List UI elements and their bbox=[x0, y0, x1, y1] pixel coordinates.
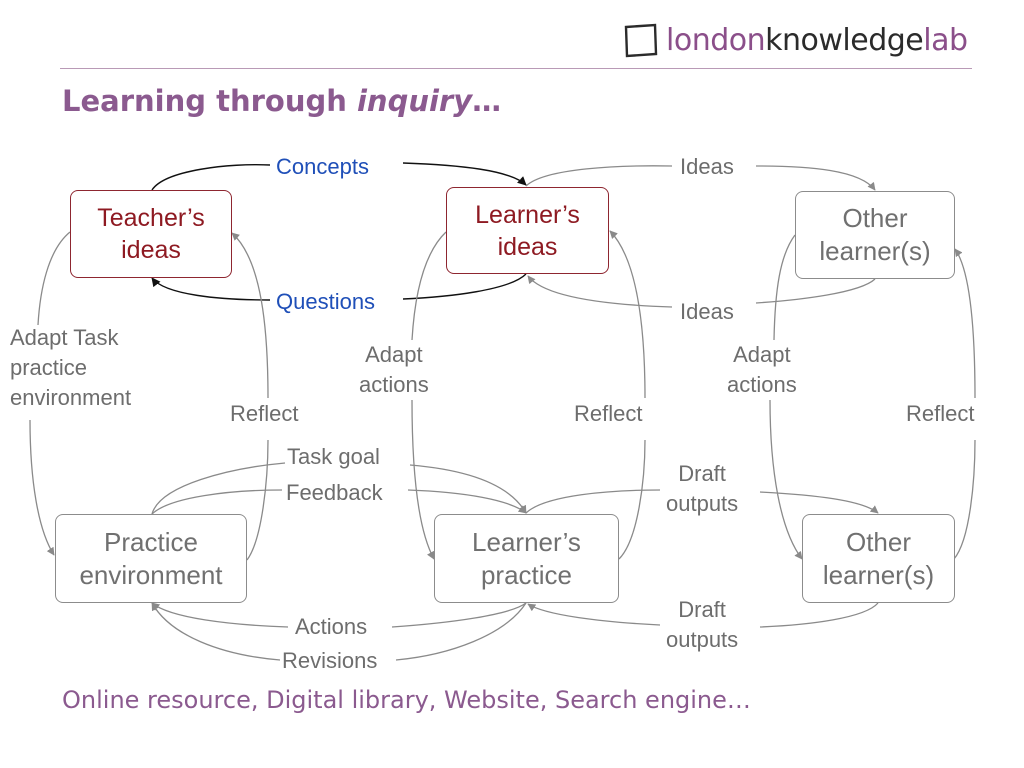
label-concepts: Concepts bbox=[276, 154, 369, 179]
reflect-1-arrow-head bbox=[231, 232, 269, 399]
revisions-arrow-head bbox=[151, 602, 281, 661]
node-other-learners-bottom: Other learner(s) bbox=[802, 514, 955, 603]
label-reflect-1: Reflect bbox=[230, 401, 299, 426]
node-learner-ideas: Learner’s ideas bbox=[446, 187, 609, 274]
label-questions: Questions bbox=[276, 289, 376, 314]
ideas-bottom-arrow-head bbox=[527, 275, 673, 308]
label-ideas-bottom: Ideas bbox=[680, 299, 734, 324]
adapt-task-arrow-head bbox=[29, 419, 55, 556]
actions-arrow bbox=[391, 602, 527, 628]
logo-text-london: london bbox=[666, 22, 766, 58]
label-adapt-actions-1: Adapt actions bbox=[359, 342, 429, 397]
actions-arrow-head bbox=[151, 602, 289, 628]
title-prefix: Learning through bbox=[62, 84, 357, 118]
revisions-arrow bbox=[395, 602, 527, 661]
node-other-learners-top-label: Other learner(s) bbox=[819, 203, 931, 266]
title-suffix: … bbox=[472, 84, 502, 118]
node-other-learners-top: Other learner(s) bbox=[795, 191, 955, 279]
draft-outputs-bottom-arrow bbox=[759, 602, 879, 628]
task-goal-arrow-head bbox=[409, 464, 527, 514]
header-divider bbox=[60, 68, 972, 69]
label-draft-outputs-bottom: Draft outputs bbox=[666, 597, 739, 652]
label-reflect-2: Reflect bbox=[574, 401, 643, 426]
reflect-1-arrow bbox=[246, 439, 269, 561]
label-adapt-actions-2: Adapt actions bbox=[727, 342, 797, 397]
reflect-3-arrow-head bbox=[954, 248, 976, 399]
label-task-goal: Task goal bbox=[287, 444, 380, 469]
reflect-3-arrow bbox=[953, 439, 976, 560]
questions-arrow-head bbox=[151, 277, 271, 301]
label-reflect-3: Reflect bbox=[906, 401, 975, 426]
feedback-arrow bbox=[151, 489, 283, 515]
adapt-task-arrow bbox=[37, 231, 71, 326]
reflect-2-arrow bbox=[618, 439, 646, 560]
label-revisions: Revisions bbox=[282, 648, 378, 673]
task-goal-arrow bbox=[151, 462, 286, 515]
label-adapt-task: Adapt Task practice environment bbox=[10, 325, 132, 410]
node-teacher-ideas: Teacher’s ideas bbox=[70, 190, 232, 278]
concepts-arrow-head bbox=[402, 162, 527, 186]
adapt-actions-1-arrow bbox=[411, 231, 447, 341]
draft-outputs-top-arrow bbox=[525, 489, 661, 514]
logo-text-lab: lab bbox=[923, 22, 968, 58]
slide-title: Learning through inquiry… bbox=[62, 84, 501, 118]
adapt-actions-1-arrow-head bbox=[411, 399, 435, 560]
label-ideas-top: Ideas bbox=[680, 154, 734, 179]
node-practice-environment: Practice environment bbox=[55, 514, 247, 603]
node-other-learners-bottom-label: Other learner(s) bbox=[822, 526, 935, 590]
resource-list: Online resource, Digital library, Websit… bbox=[62, 686, 751, 714]
ideas-top-arrow-head bbox=[755, 165, 876, 191]
node-practice-environment-label: Practice environment bbox=[79, 526, 223, 590]
reflect-2-arrow-head bbox=[609, 230, 646, 399]
node-learner-practice: Learner’s practice bbox=[434, 514, 619, 603]
logo-wordmark: londonknowledgelab bbox=[666, 23, 968, 58]
node-teacher-ideas-label: Teacher’s ideas bbox=[97, 204, 205, 264]
label-actions: Actions bbox=[295, 614, 368, 639]
feedback-arrow-head bbox=[407, 489, 527, 514]
questions-arrow bbox=[402, 273, 527, 300]
draft-outputs-bottom-arrow-head bbox=[527, 603, 661, 626]
draft-outputs-top-arrow-head bbox=[759, 491, 879, 514]
logo-text-knowledge: knowledge bbox=[765, 22, 924, 58]
title-emphasis: inquiry bbox=[356, 84, 473, 118]
label-draft-outputs-top: Draft outputs bbox=[666, 461, 739, 516]
label-feedback: Feedback bbox=[286, 480, 383, 505]
node-learner-ideas-label: Learner’s ideas bbox=[475, 200, 580, 261]
ideas-top-arrow bbox=[525, 165, 673, 187]
logo-square-icon bbox=[624, 23, 658, 58]
ideas-bottom-arrow bbox=[755, 278, 876, 304]
node-learner-practice-label: Learner’s practice bbox=[472, 526, 581, 590]
concepts-arrow bbox=[151, 163, 271, 191]
adapt-actions-2-arrow-head bbox=[769, 399, 803, 560]
logo: londonknowledgelab bbox=[622, 18, 968, 62]
adapt-actions-2-arrow bbox=[773, 234, 796, 341]
